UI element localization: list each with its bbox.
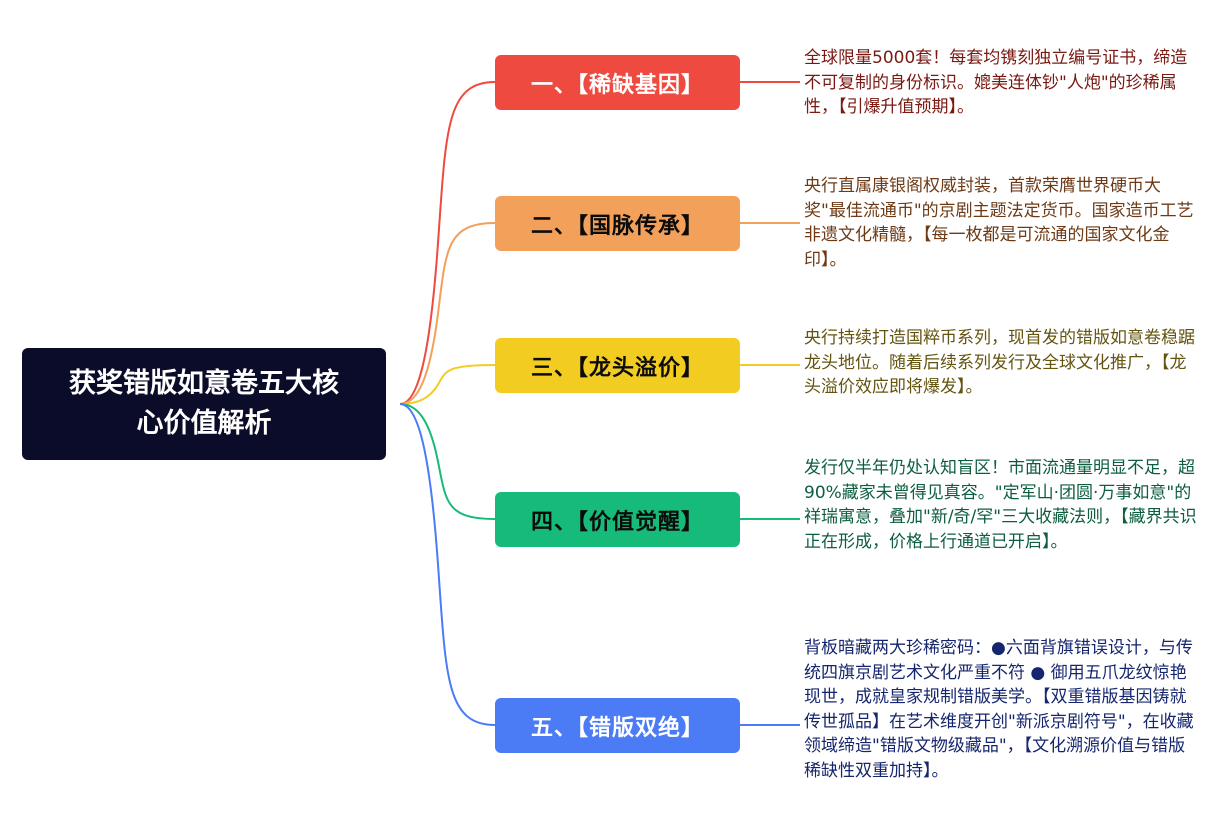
root-connector-4 [399, 403, 496, 520]
branch-node-3[interactable]: 三、【龙头溢价】 [495, 338, 740, 393]
branch-node-1[interactable]: 一、【稀缺基因】 [495, 55, 740, 110]
root-connector-2 [399, 222, 496, 405]
branch-label-1: 一、【稀缺基因】 [530, 72, 704, 98]
branch-node-5[interactable]: 五、【错版双绝】 [495, 698, 740, 753]
root-title: 获奖错版如意卷五大核心价值解析 [69, 368, 339, 439]
branch-node-2[interactable]: 二、【国脉传承】 [495, 196, 740, 251]
branch-label-4: 四、【价值觉醒】 [530, 509, 704, 535]
branch-label-2: 二、【国脉传承】 [530, 213, 704, 239]
branch-description-5: 背板暗藏两大珍稀密码：●六面背旗错误设计，与传统四旗京剧艺术文化严重不符 ● 御… [804, 638, 1194, 781]
branch-description-2: 央行直属康银阁权威封装，首款荣膺世界硬币大奖"最佳流通币"的京剧主题法定货币。国… [804, 176, 1194, 270]
root-connector-3 [399, 364, 496, 405]
branch-label-5: 五、【错版双绝】 [530, 715, 704, 741]
branch-description-4: 发行仅半年仍处认知盲区！市面流通量明显不足，超90%藏家未曾得见真容。"定军山·… [804, 458, 1197, 552]
branch-label-3: 三、【龙头溢价】 [530, 355, 704, 381]
branch-description-3: 央行持续打造国粹币系列，现首发的错版如意卷稳踞龙头地位。随着后续系列发行及全球文… [804, 328, 1195, 397]
branch-description-1: 全球限量5000套！每套均镌刻独立编号证书，缔造不可复制的身份标识。媲美连体钞"… [804, 48, 1188, 117]
branch-node-4[interactable]: 四、【价值觉醒】 [495, 492, 740, 547]
root-connector-1 [399, 81, 496, 405]
root-node[interactable]: 获奖错版如意卷五大核心价值解析 [22, 348, 386, 460]
root-connector-5 [399, 403, 496, 726]
